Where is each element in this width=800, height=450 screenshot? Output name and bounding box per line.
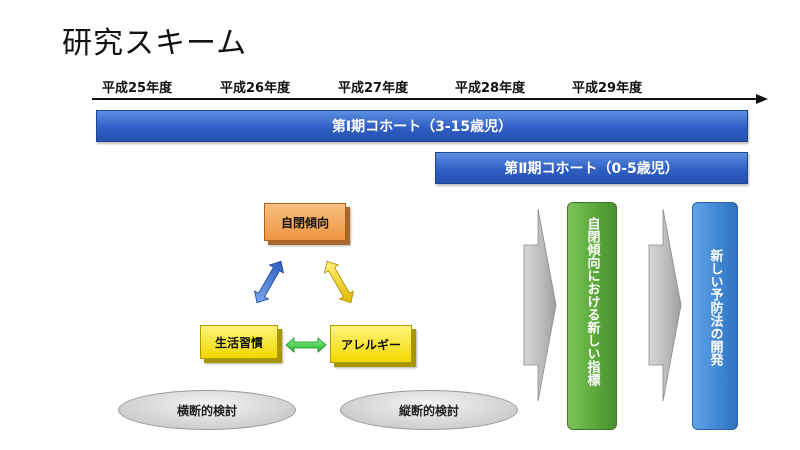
autism-factor-box: 自閉傾向 — [264, 203, 346, 241]
longitudinal-label: 縦断的検討 — [398, 403, 459, 418]
year-label: 平成27年度 — [338, 81, 409, 96]
cohort-1-label: 第Ⅰ期コホート（3-15歳児） — [331, 119, 513, 135]
allergy-factor-label: アレルギー — [340, 337, 401, 352]
new-prevention-outcome: 新しい予防法の開発 — [692, 202, 738, 430]
cross-sectional-study: 横断的検討 — [118, 390, 296, 430]
chevron-right-icon — [648, 208, 682, 402]
autism-factor-label: 自閉傾向 — [280, 215, 329, 230]
year-label: 平成26年度 — [220, 81, 291, 96]
double-arrow-icon — [324, 260, 354, 304]
factor-arrows — [254, 260, 354, 353]
year-label: 平成29年度 — [572, 81, 643, 96]
year-label: 平成28年度 — [455, 81, 526, 96]
cohort-1-bar: 第Ⅰ期コホート（3-15歳児） — [96, 110, 748, 142]
longitudinal-study: 縦断的検討 — [340, 390, 518, 430]
new-prevention-label: 新しい予防法の開発 — [707, 249, 723, 366]
year-label: 平成25年度 — [102, 81, 173, 96]
new-indicator-label: 自閉傾向における新しい指標 — [584, 217, 600, 386]
cohort-2-label: 第Ⅱ期コホート（0-5歳児） — [504, 161, 679, 177]
timeline-arrow — [92, 94, 768, 104]
double-arrow-icon — [254, 260, 284, 304]
cross-sectional-label: 横断的検討 — [176, 403, 237, 418]
lifestyle-factor-label: 生活習慣 — [214, 335, 263, 350]
chevron-right-icon — [523, 208, 557, 402]
double-arrow-icon — [285, 337, 327, 353]
lifestyle-factor-box: 生活習慣 — [200, 325, 278, 359]
new-indicator-outcome: 自閉傾向における新しい指標 — [567, 202, 617, 430]
allergy-factor-box: アレルギー — [330, 325, 412, 363]
cohort-2-bar: 第Ⅱ期コホート（0-5歳児） — [435, 152, 748, 184]
page-title: 研究スキーム — [62, 26, 248, 61]
